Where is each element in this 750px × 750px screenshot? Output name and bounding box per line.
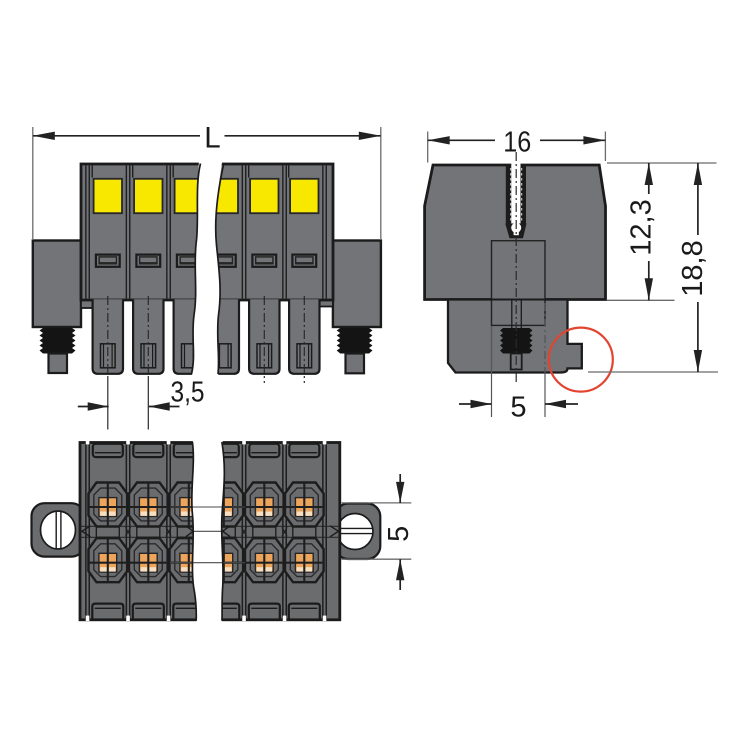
svg-text:12,3: 12,3 <box>626 199 658 255</box>
svg-text:L: L <box>204 121 220 154</box>
svg-text:5: 5 <box>383 526 415 542</box>
svg-text:3,5: 3,5 <box>171 377 205 409</box>
svg-text:18,8: 18,8 <box>677 240 709 296</box>
svg-text:16: 16 <box>503 127 531 159</box>
svg-text:5: 5 <box>510 392 526 424</box>
